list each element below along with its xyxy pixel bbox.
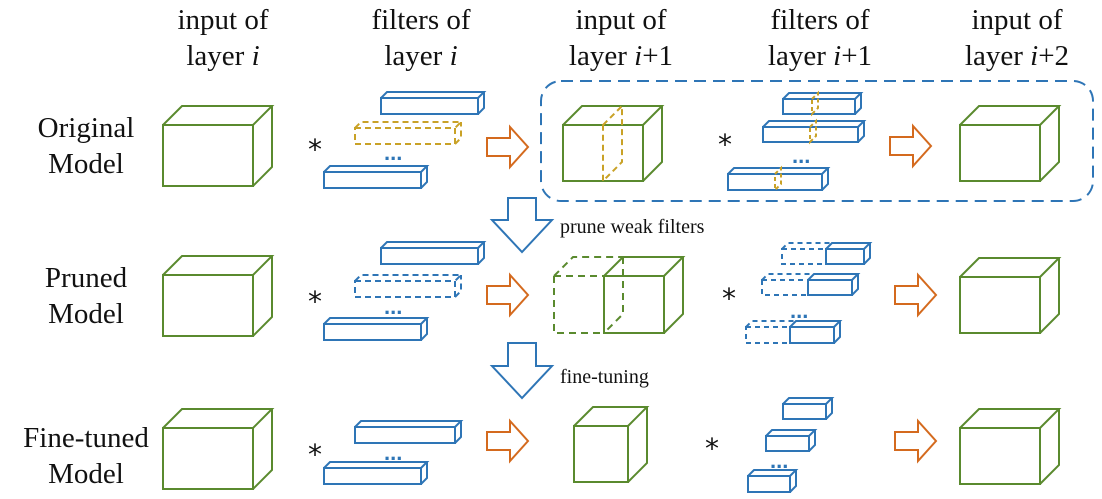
ellipsis: ... <box>384 294 402 319</box>
ellipsis: ... <box>792 143 810 168</box>
feature-map-cube <box>959 408 1062 485</box>
finetune-step-label: fine-tuning <box>560 366 649 388</box>
feature-map-cube <box>162 105 275 187</box>
col-header-filters-i: filters of layer i <box>371 4 471 72</box>
down-arrow-finetune <box>489 342 555 400</box>
filter-bar <box>323 165 430 189</box>
col-header-input-i2: input of layer i+2 <box>964 4 1070 72</box>
forward-arrow <box>486 418 530 464</box>
feature-map-cube <box>959 257 1062 334</box>
filter-bar <box>380 241 487 265</box>
conv-symbol: * <box>308 285 322 318</box>
forward-arrow <box>486 124 530 170</box>
forward-arrow <box>889 123 933 169</box>
removed-filter-bar <box>354 274 464 298</box>
col-header-input-i: input of layer i <box>177 4 269 72</box>
forward-arrow <box>894 418 938 464</box>
conv-symbol: * <box>308 133 322 166</box>
feature-map-cube <box>573 406 650 483</box>
feature-map-cube <box>603 256 686 334</box>
layer-i1-region <box>540 80 1094 202</box>
down-arrow-prune <box>489 197 555 254</box>
feature-map-cube <box>562 105 665 182</box>
pruned-filter-bar <box>354 121 464 145</box>
filter-bar <box>747 397 835 493</box>
pruned-channel-slice <box>602 103 623 184</box>
ellipsis: ... <box>770 448 788 473</box>
col-header-input-i1: input of layer i+1 <box>568 4 674 72</box>
feature-map-cube <box>162 255 275 337</box>
feature-map-cube <box>959 105 1062 182</box>
filter-bar <box>323 317 430 341</box>
forward-arrow <box>486 272 530 318</box>
filter-bar <box>789 242 873 344</box>
feature-map-cube <box>162 408 275 490</box>
filter-bar <box>380 91 487 115</box>
forward-arrow <box>894 272 938 318</box>
removed-channel-edge <box>603 257 624 334</box>
ellipsis: ... <box>384 140 402 165</box>
conv-symbol: * <box>308 438 322 471</box>
prune-step-label: prune weak filters <box>560 216 705 238</box>
filter-bar <box>323 420 464 485</box>
col-header-filters-i1: filters of layer i+1 <box>767 4 873 72</box>
filter-bar <box>727 92 867 191</box>
conv-symbol: * <box>705 432 719 465</box>
pruned-kernel-slice <box>774 90 819 193</box>
conv-symbol: * <box>718 128 732 161</box>
conv-symbol: * <box>722 282 736 315</box>
removed-channels <box>553 256 623 334</box>
ellipsis: ... <box>790 298 808 323</box>
ellipsis: ... <box>384 440 402 465</box>
